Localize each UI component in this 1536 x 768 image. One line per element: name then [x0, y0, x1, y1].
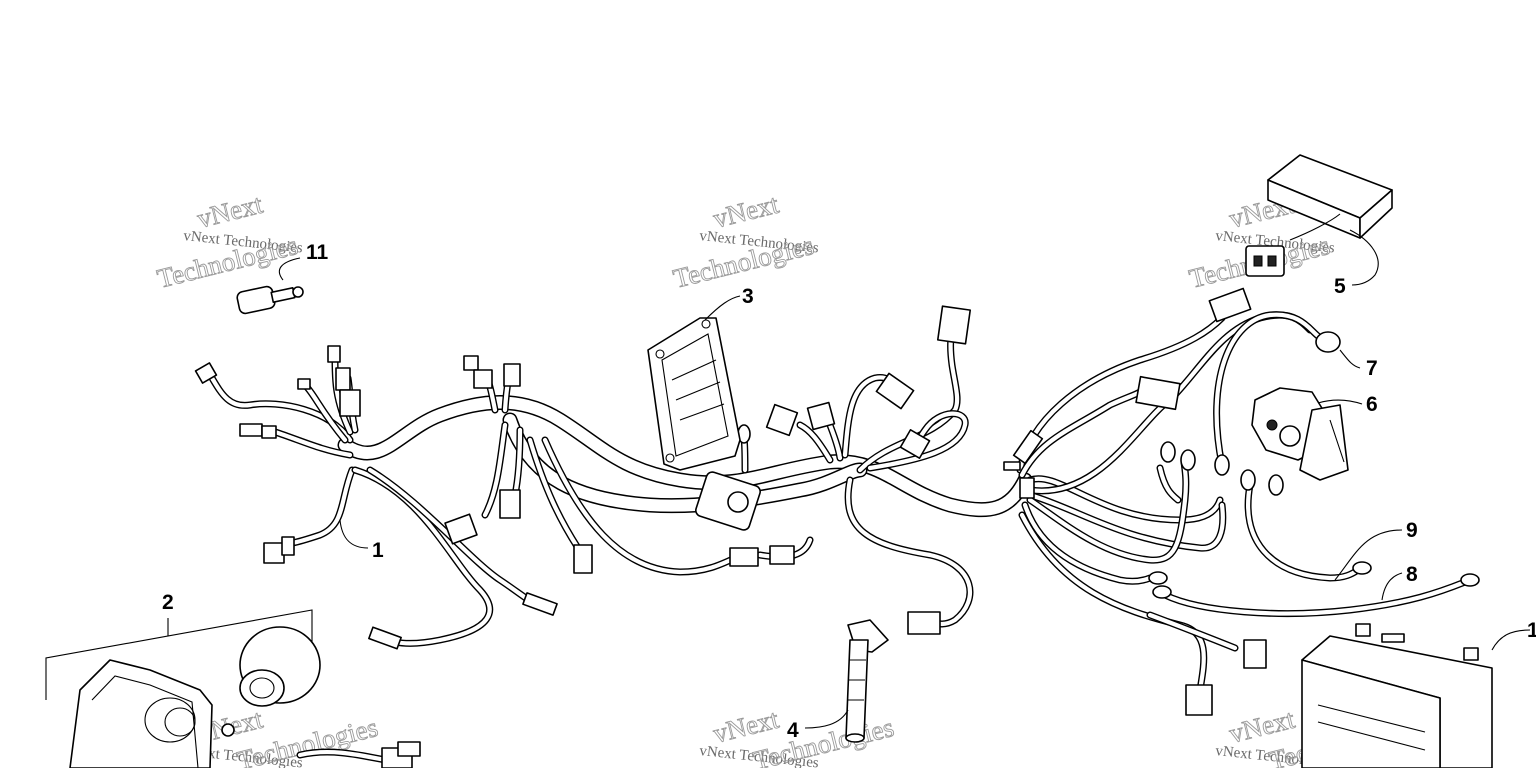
part-3-ecu-module [647, 295, 741, 471]
part-4-ignition-coil [804, 619, 889, 743]
svg-text:vNext: vNext [710, 189, 782, 234]
harness-connectors [194, 287, 1267, 716]
part-11-sensor [236, 257, 304, 315]
callout-labels: 1 2 3 4 5 6 7 8 9 1 11 [162, 241, 1536, 742]
callout-2: 2 [162, 591, 174, 614]
callout-9: 9 [1406, 519, 1418, 542]
part-6-starter-relay [1251, 387, 1363, 481]
part-7-boot-cap [1315, 331, 1361, 369]
callout-11: 11 [306, 241, 329, 264]
leader-lines [339, 519, 1403, 601]
ring-terminals [737, 424, 1480, 599]
callout-1: 1 [372, 539, 384, 562]
callout-3: 3 [742, 285, 754, 308]
part-5-control-box [1245, 154, 1393, 286]
callout-6: 6 [1366, 393, 1378, 416]
callout-7: 7 [1366, 357, 1378, 380]
tie-wraps [1003, 429, 1044, 499]
callout-5: 5 [1334, 275, 1346, 298]
part-2-headlight-assembly [45, 609, 421, 768]
callout-8: 8 [1406, 563, 1418, 586]
main-wiring-harness [194, 287, 1480, 716]
callout-10: 1 [1527, 619, 1536, 642]
svg-text:vNext: vNext [194, 189, 266, 234]
part-10-battery [1301, 623, 1531, 768]
callout-4: 4 [787, 719, 799, 742]
watermark-center-top: vNext vNext Technologies Technologies [670, 188, 820, 294]
